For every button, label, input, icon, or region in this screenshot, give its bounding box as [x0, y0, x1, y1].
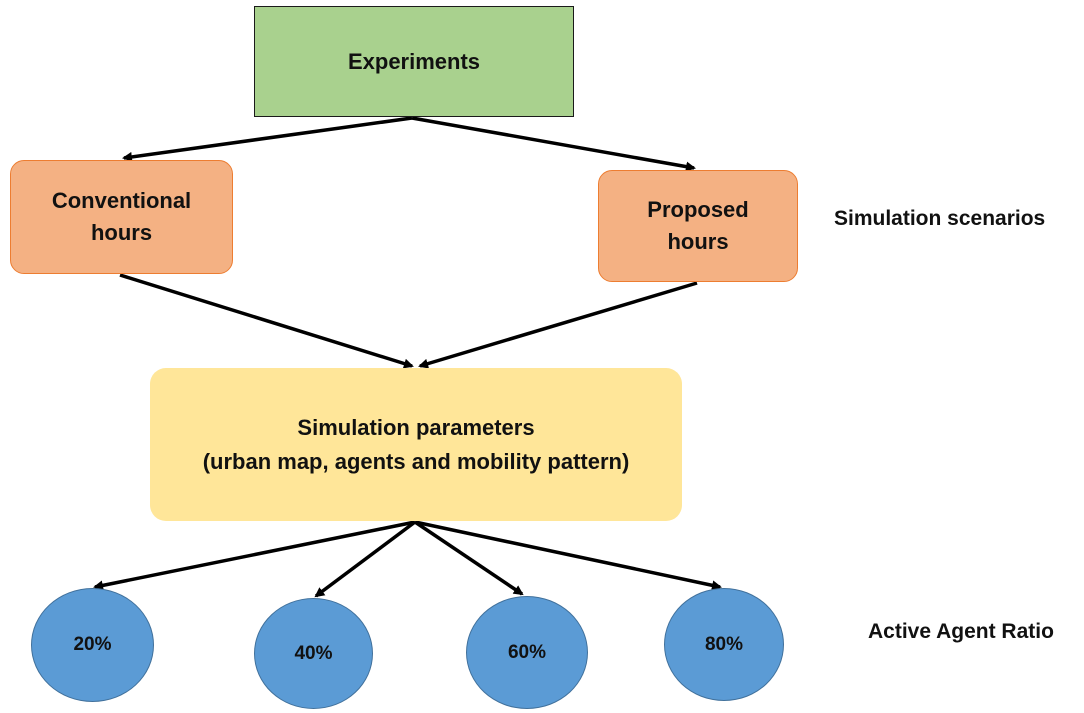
simulation-scenarios-label: Simulation scenarios	[834, 207, 1046, 230]
ratio-label-80: 80%	[704, 633, 744, 655]
simulation-parameters-box: Simulation parameters (urban map, agents…	[150, 368, 682, 521]
proposed-hours-box: Proposed hours	[598, 170, 798, 282]
conventional-hours-box: Conventional hours	[10, 160, 233, 274]
ratio-circle-60: 60%	[466, 596, 588, 709]
ratio-label-40: 40%	[294, 642, 333, 664]
arrow-parameters-to-20	[93, 520, 416, 591]
arrow-proposed-to-parameters	[418, 281, 698, 369]
arrow-parameters-to-40	[314, 520, 417, 598]
arrow-experiments-to-proposed	[411, 116, 696, 172]
proposed-hours-label-line2: hours	[667, 229, 729, 254]
arrow-experiments-to-conventional	[122, 116, 413, 162]
proposed-hours-label-line1: Proposed	[647, 197, 749, 222]
ratio-label-60: 60%	[507, 641, 547, 663]
ratio-circle-80: 80%	[664, 588, 784, 701]
conventional-hours-label-line1: Conventional	[51, 188, 192, 213]
ratio-circle-40: 40%	[254, 598, 373, 709]
arrow-parameters-to-60	[414, 520, 524, 596]
arrow-parameters-to-80	[414, 520, 722, 591]
active-agent-ratio-label: Active Agent Ratio	[868, 620, 1054, 643]
arrow-conventional-to-parameters	[119, 273, 414, 369]
experiments-label: Experiments	[347, 48, 481, 74]
conventional-hours-label-line2: hours	[90, 220, 153, 245]
ratio-circle-20: 20%	[31, 588, 154, 702]
simulation-parameters-subtitle: (urban map, agents and mobility pattern)	[202, 448, 630, 474]
experiments-box: Experiments	[254, 6, 574, 117]
simulation-parameters-title: Simulation parameters	[297, 414, 535, 440]
ratio-label-20: 20%	[73, 634, 112, 655]
